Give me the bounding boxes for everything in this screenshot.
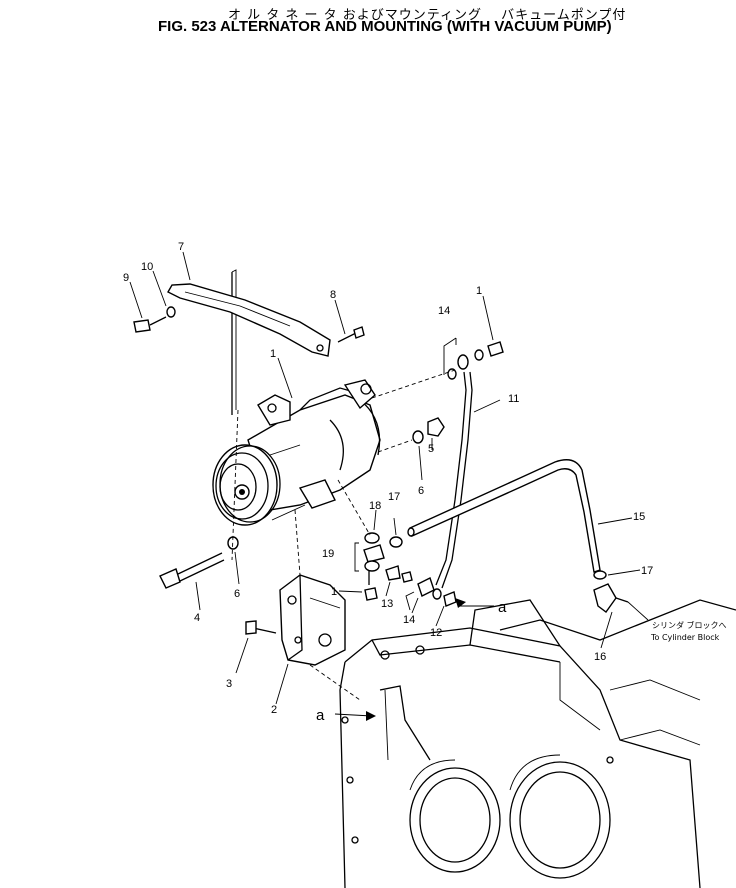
callout-1-alternator: 1 bbox=[270, 348, 276, 360]
callout-2: 2 bbox=[271, 704, 277, 716]
callout-8: 8 bbox=[330, 289, 336, 301]
mounting-bracket bbox=[279, 574, 346, 666]
pipes bbox=[407, 371, 601, 589]
callout-a-left: a bbox=[316, 707, 325, 724]
adjusting-arm bbox=[167, 283, 331, 357]
callout-15: 15 bbox=[633, 511, 645, 523]
fasteners bbox=[133, 306, 629, 635]
callout-17-right: 17 bbox=[641, 565, 653, 577]
callout-9: 9 bbox=[123, 272, 129, 284]
callout-10: 10 bbox=[141, 261, 153, 273]
callout-1-lower: 1 bbox=[331, 586, 337, 598]
title-japanese: オ ル タ ネ ー タ およびマウンティング バキュームポンプ付 bbox=[228, 8, 627, 23]
callout-12: 12 bbox=[430, 627, 442, 639]
callout-6-left: 6 bbox=[234, 588, 240, 600]
callout-13: 13 bbox=[381, 598, 393, 610]
callout-3: 3 bbox=[226, 678, 232, 690]
leader-lines bbox=[129, 251, 649, 717]
callout-19: 19 bbox=[322, 548, 334, 560]
to-cylinder-block-jp: シリンダ ブロックへ bbox=[652, 620, 727, 630]
alternator bbox=[212, 269, 381, 526]
callout-7: 7 bbox=[178, 241, 184, 253]
callout-a-right: a bbox=[498, 599, 507, 616]
callout-labels: 7 10 9 8 1 14 1 11 5 6 18 17 15 19 17 1 … bbox=[123, 241, 727, 724]
engine-block bbox=[339, 599, 736, 888]
callout-1-top: 1 bbox=[476, 285, 482, 297]
callout-5: 5 bbox=[428, 443, 434, 455]
to-cylinder-block-en: To Cylinder Block bbox=[650, 633, 720, 642]
callout-14-top: 14 bbox=[438, 305, 450, 317]
reference-arrows bbox=[366, 598, 466, 721]
callout-14-lower: 14 bbox=[403, 614, 415, 626]
callout-16: 16 bbox=[594, 651, 606, 663]
callout-18: 18 bbox=[369, 500, 381, 512]
figure-title: FIG. 523 ALTERNATOR AND MOUNTING (WITH V… bbox=[158, 18, 612, 35]
callout-4: 4 bbox=[194, 612, 200, 624]
callout-11: 11 bbox=[508, 393, 519, 405]
callout-17-left: 17 bbox=[388, 491, 400, 503]
callout-6-right: 6 bbox=[418, 485, 424, 497]
